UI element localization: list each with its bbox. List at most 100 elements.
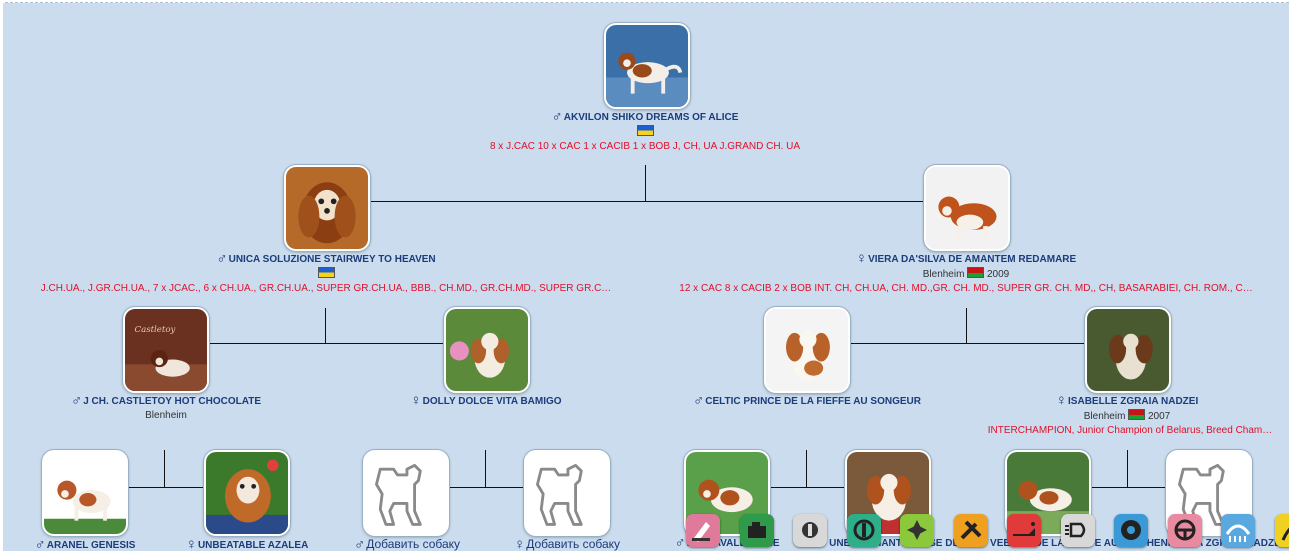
dog-name-link[interactable]: J CH. CASTLETOY HOT CHOCOLATE xyxy=(83,396,262,407)
dog-photo[interactable] xyxy=(924,165,1010,251)
wiper-icon[interactable] xyxy=(1274,514,1289,547)
wheel-icon[interactable] xyxy=(1114,514,1148,547)
connector xyxy=(128,487,205,488)
dog-name-link[interactable]: ARANEL GENESIS xyxy=(46,540,136,551)
connector xyxy=(645,165,646,201)
left-border xyxy=(0,0,3,551)
male-icon: ♂ xyxy=(693,392,705,409)
dog-info: ♂Добавить собаку xyxy=(322,537,492,551)
dog-info: ♀VIERA DA'SILVA DE AMANTEM REDAMARE Blen… xyxy=(676,251,1256,296)
service-toolbar xyxy=(686,514,1289,551)
dog-photo-image xyxy=(286,167,368,249)
dog-info: ♀UNBEATABLE AZALEA xyxy=(162,536,332,551)
dog-silhouette-icon xyxy=(536,463,583,526)
female-icon: ♀ xyxy=(185,536,197,551)
headlight-icon[interactable] xyxy=(1060,514,1095,547)
connector xyxy=(1090,487,1167,488)
connector xyxy=(325,308,326,343)
male-icon: ♂ xyxy=(353,536,366,551)
male-icon: ♂ xyxy=(216,250,228,267)
dog-photo[interactable] xyxy=(444,307,530,393)
dog-info: ♂UNICA SOLUZIONE STAIRWEY TO HEAVEN J.CH… xyxy=(36,250,616,296)
dog-color: Blenheim xyxy=(922,269,965,280)
male-icon: ♂ xyxy=(551,108,563,125)
dog-info: ♂J CH. CASTLETOY HOT CHOCOLATE Blenheim xyxy=(36,392,296,423)
dog-name-link[interactable]: UNE ENCHANTERESSE DE xyxy=(829,538,960,549)
dog-photo[interactable]: Castletoy xyxy=(123,307,209,393)
dog-silhouette-icon xyxy=(375,463,422,526)
dog-photo[interactable] xyxy=(42,450,128,536)
dog-name-link[interactable]: HENRIETTA ZGRAIA NADZEI xyxy=(1146,538,1284,549)
female-icon: ♀ xyxy=(410,392,422,409)
dog-photo-image xyxy=(926,167,1008,249)
dog-name-link[interactable]: UNICA SOLUZIONE STAIRWEY TO HEAVEN xyxy=(228,254,436,265)
connector xyxy=(368,201,925,202)
moldova-flag-icon xyxy=(1128,409,1146,420)
dog-color: Blenheim xyxy=(1083,411,1126,422)
dog-info: ♂PASCAVALE JAMIE xyxy=(642,534,812,551)
tools-icon[interactable] xyxy=(953,514,988,547)
dog-titles: 8 x J.CAC 10 x CAC 1 x CACIB 1 x BOB J, … xyxy=(489,141,801,152)
dog-name-link[interactable]: CELTIC PRINCE DE LA FIEFFE AU SONGEUR xyxy=(705,396,921,407)
dog-photo-image: Castletoy xyxy=(125,309,207,391)
car-wash-icon[interactable] xyxy=(1221,514,1255,547)
female-icon: ♀ xyxy=(513,536,526,551)
connector xyxy=(208,343,445,344)
dog-photo[interactable] xyxy=(604,23,690,109)
dog-photo[interactable] xyxy=(204,450,290,536)
dog-photo[interactable] xyxy=(1085,307,1171,393)
connector xyxy=(164,450,165,487)
dog-info: ♀Добавить собаку xyxy=(482,537,652,551)
brake-icon[interactable] xyxy=(846,514,881,547)
male-icon: ♂ xyxy=(674,534,686,551)
engine-icon[interactable] xyxy=(739,514,774,547)
dog-info: ♂ARANEL GENESIS xyxy=(0,536,170,551)
dog-photo-image xyxy=(766,309,848,391)
dog-titles: 12 x CAC 8 x CACIB 2 x BOB INT. CH, CH.U… xyxy=(679,283,1253,294)
ukraine-flag-icon xyxy=(636,125,654,136)
note-edit-icon[interactable] xyxy=(686,514,720,547)
dog-info: ♂AKVILON SHIKO DREAMS OF ALICE 8 x J.CAC… xyxy=(480,108,810,154)
connector xyxy=(485,450,486,487)
dog-titles: INTERCHAMPION, Junior Champion of Belaru… xyxy=(987,425,1273,436)
connector xyxy=(1127,450,1128,487)
connector xyxy=(806,450,807,487)
dog-name-link[interactable]: ISABELLE ZGRAIA NADZEI xyxy=(1068,396,1199,407)
dog-info: ♀DOLLY DOLCE VITA BAMIGO xyxy=(356,392,616,409)
dog-name-link[interactable]: AKVILON SHIKO DREAMS OF ALICE xyxy=(563,112,739,123)
dog-color: Blenheim xyxy=(145,410,187,421)
steering-wheel-icon[interactable] xyxy=(1167,514,1202,547)
add-dog-link[interactable]: Добавить собаку xyxy=(526,537,621,551)
male-icon: ♂ xyxy=(70,392,83,409)
oil-can-icon[interactable] xyxy=(1007,514,1041,547)
empty-dog-placeholder[interactable] xyxy=(524,450,610,536)
dog-name-link[interactable]: UNBEATABLE AZALEA xyxy=(197,540,309,551)
svg-text:Castletoy: Castletoy xyxy=(135,325,176,335)
dog-photo[interactable] xyxy=(284,165,370,251)
connector xyxy=(966,308,967,343)
connector xyxy=(770,487,847,488)
dog-info: ♀ISABELLE ZGRAIA NADZEI Blenheim 2007 IN… xyxy=(966,393,1288,438)
top-border xyxy=(0,0,1289,3)
dog-birth-year: 2009 xyxy=(987,269,1010,280)
dog-photo-image xyxy=(606,25,688,107)
add-dog-link[interactable]: Добавить собаку xyxy=(366,537,461,551)
male-icon: ♂ xyxy=(34,536,46,551)
dog-titles: J.CH.UA., J.GR.CH.UA., 7 x JCAC., 6 x CH… xyxy=(40,283,612,294)
fan-icon[interactable] xyxy=(900,514,934,547)
empty-dog-placeholder[interactable] xyxy=(363,450,449,536)
moldova-flag-icon xyxy=(967,267,985,278)
dog-photo-image xyxy=(446,309,528,391)
dog-name-link[interactable]: DOLLY DOLCE VITA BAMIGO xyxy=(422,396,562,407)
ukraine-flag-icon xyxy=(317,267,335,278)
dog-name-link[interactable]: PASCAVALE JAMIE xyxy=(686,538,780,549)
dog-name-link[interactable]: VIERA DA'SILVA DE AMANTEM REDAMARE xyxy=(868,254,1077,265)
dog-name-link[interactable]: VEE-JAY DE LA FIEFFE AU xyxy=(990,538,1119,549)
dog-photo-image xyxy=(206,452,288,534)
dog-photo[interactable] xyxy=(764,307,850,393)
connector xyxy=(850,343,1086,344)
gear-shift-icon[interactable] xyxy=(793,514,827,547)
dog-birth-year: 2007 xyxy=(1148,411,1171,422)
connector xyxy=(449,487,526,488)
